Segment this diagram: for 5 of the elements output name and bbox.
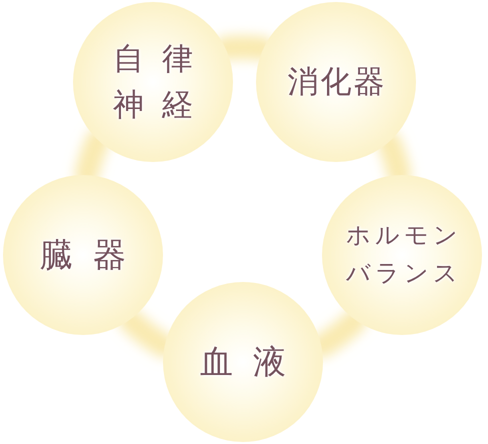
node-label: 自律神経	[112, 40, 212, 124]
node-label: 消化器	[286, 63, 388, 101]
node-label: 臓器	[39, 235, 147, 275]
node-label: ホルモンバランス	[345, 221, 463, 289]
node-label: 血液	[199, 342, 307, 382]
